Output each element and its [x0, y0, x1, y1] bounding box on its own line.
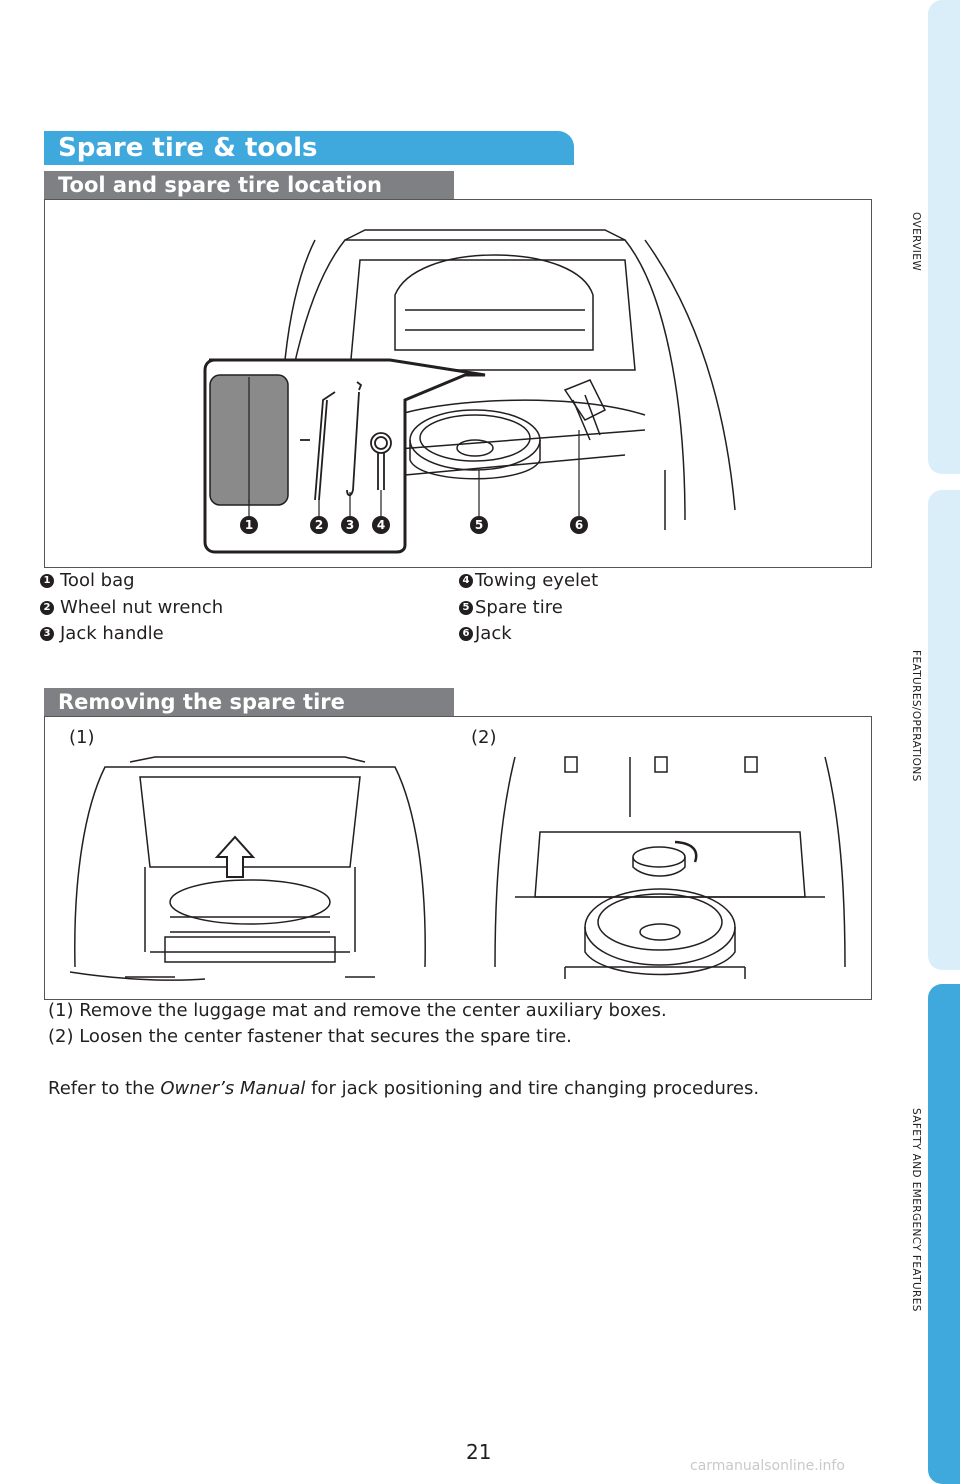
legend-label: Spare tire: [475, 597, 563, 618]
section-heading-removing-text: Removing the spare tire: [58, 690, 345, 714]
section-heading-location-text: Tool and spare tire location: [58, 173, 382, 197]
legend-label: Jack handle: [60, 623, 164, 644]
tool-location-figure: 1 2 3 4 5 6: [44, 199, 872, 568]
removal-illustrations: [69, 756, 846, 981]
number-badge: 1: [40, 574, 54, 588]
cargo-illustration: 1 2 3 4 5 6: [203, 229, 736, 554]
callout-2: 2: [315, 518, 323, 532]
section-heading-location: Tool and spare tire location: [44, 171, 454, 199]
watermark: carmanualsonline.info: [690, 1458, 845, 1474]
callout-markers: 1 2 3 4 5 6: [240, 516, 588, 534]
legend-label: Jack: [475, 623, 512, 644]
side-tab-overview[interactable]: [928, 0, 960, 474]
callout-4: 4: [377, 518, 385, 532]
manual-note: Refer to the Owner’s Manual for jack pos…: [48, 1076, 759, 1102]
callout-1: 1: [245, 518, 253, 532]
number-badge: 5: [459, 601, 473, 615]
page-number: 21: [466, 1440, 492, 1464]
number-badge: 2: [40, 601, 54, 615]
side-label-overview: OVERVIEW: [910, 212, 922, 272]
number-badge: 4: [459, 574, 473, 588]
legend-label: Wheel nut wrench: [60, 597, 224, 618]
figure-label-1: (1): [69, 727, 95, 748]
number-badge: 3: [40, 627, 54, 641]
legend-label: Tool bag: [60, 570, 135, 591]
callout-3: 3: [346, 518, 354, 532]
note-prefix: Refer to the: [48, 1078, 161, 1099]
legend-item: 4 Towing eyelet: [459, 568, 598, 594]
section-heading-removing: Removing the spare tire: [44, 688, 454, 716]
title-banner: Spare tire & tools: [44, 131, 574, 165]
side-tab-safety[interactable]: [928, 984, 960, 1484]
legend-item: 6 Jack: [459, 621, 512, 647]
legend-item: 3 Jack handle: [40, 621, 164, 647]
callout-6: 6: [575, 518, 583, 532]
legend-label: Towing eyelet: [475, 570, 599, 591]
legend-item: 1 Tool bag: [40, 568, 135, 594]
page-title: Spare tire & tools: [58, 133, 318, 163]
side-label-features: FEATURES/OPERATIONS: [910, 650, 922, 782]
side-label-safety: SAFETY AND EMERGENCY FEATURES: [910, 1108, 922, 1312]
side-tab-features[interactable]: [928, 490, 960, 970]
note-suffix: for jack positioning and tire changing p…: [305, 1078, 760, 1099]
note-manual-title: Owner’s Manual: [160, 1078, 306, 1099]
legend-item: 5 Spare tire: [459, 595, 563, 621]
step-1-text: (1) Remove the luggage mat and remove th…: [48, 1000, 667, 1021]
removal-figure: (1) (2): [44, 716, 872, 1000]
legend-item: 2 Wheel nut wrench: [40, 595, 223, 621]
figure-label-2: (2): [471, 727, 497, 748]
callout-5: 5: [475, 518, 483, 532]
step-2-text: (2) Loosen the center fastener that secu…: [48, 1026, 572, 1047]
number-badge: 6: [459, 627, 473, 641]
